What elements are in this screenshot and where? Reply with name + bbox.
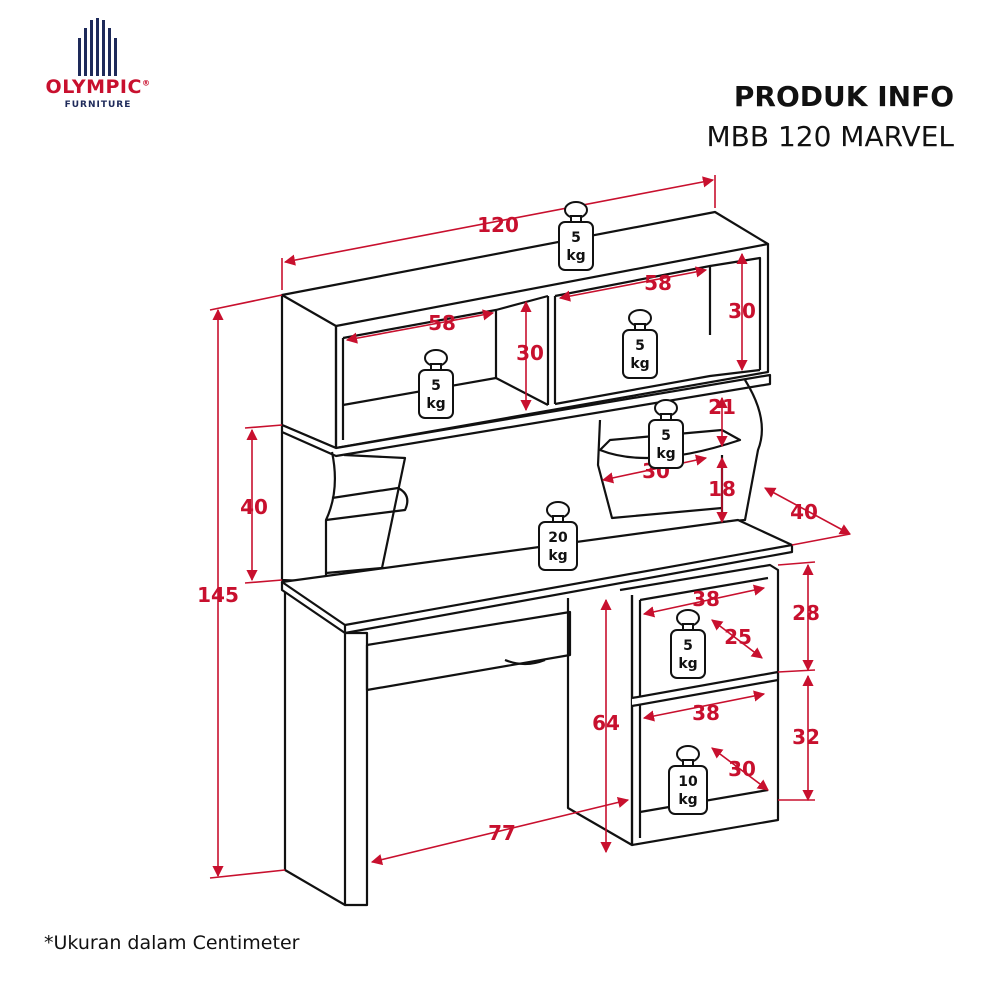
weight-value: 5 xyxy=(431,378,441,394)
registered-mark: ® xyxy=(141,78,151,88)
weight-value: 5 xyxy=(571,230,581,246)
desk-outline xyxy=(280,210,794,907)
dim-line-120 xyxy=(283,176,715,266)
weight-unit: kg xyxy=(566,248,585,264)
page-title: PRODUK INFO xyxy=(733,80,954,113)
weight-icon: 10 kg xyxy=(668,745,708,815)
weight-value: 20 xyxy=(548,530,568,546)
weight-value: 5 xyxy=(683,638,693,654)
brand-name: OLYMPIC® xyxy=(38,76,158,98)
dimension-lines xyxy=(209,175,851,879)
weight-icon: 5 kg xyxy=(670,609,706,679)
weight-icon: 20 kg xyxy=(538,501,578,571)
weight-value: 10 xyxy=(678,774,698,790)
brand-logo: OLYMPIC® FURNITURE xyxy=(38,18,158,118)
dim-cabinet-top-height: 28 xyxy=(792,601,820,625)
weight-icon: 5 kg xyxy=(558,201,594,271)
dim-side-shelf-height: 21 xyxy=(708,395,736,419)
product-name: MBB 120 MARVEL xyxy=(706,120,954,153)
weight-unit: kg xyxy=(548,548,567,564)
dim-total-width: 120 xyxy=(477,213,519,237)
hutch-front xyxy=(334,244,770,450)
dim-shelf-width-right: 58 xyxy=(644,271,672,295)
weight-unit: kg xyxy=(678,792,697,808)
dim-desk-width: 77 xyxy=(488,821,516,845)
dim-shelf-height-left: 30 xyxy=(516,341,544,365)
brand-subtitle: FURNITURE xyxy=(64,100,132,110)
weight-icon: 5 kg xyxy=(648,399,684,469)
dim-total-height: 145 xyxy=(197,583,239,607)
dim-shelf-height-right: 30 xyxy=(728,299,756,323)
dim-side-gap: 18 xyxy=(708,477,736,501)
dim-cabinet-top-depth: 25 xyxy=(724,625,752,649)
dimension-labels: 120 58 58 30 30 40 145 21 30 18 40 38 25… xyxy=(197,213,820,845)
cabinet-front xyxy=(619,563,780,847)
weight-icon: 5 kg xyxy=(622,309,658,379)
weight-icon: 5 kg xyxy=(418,349,454,419)
weight-unit: kg xyxy=(630,356,649,372)
dim-cabinet-top-width: 38 xyxy=(692,587,720,611)
dim-hutch-height: 40 xyxy=(240,495,268,519)
load-weights: 5 kg 5 kg 5 kg 5 kg 20 kg 5 kg 10 kg xyxy=(418,201,708,815)
dim-cabinet-bottom-width: 38 xyxy=(692,701,720,725)
dim-shelf-width-left: 58 xyxy=(428,311,456,335)
weight-value: 5 xyxy=(661,428,671,444)
brand-name-text: OLYMPIC xyxy=(45,76,142,98)
weight-unit: kg xyxy=(656,446,675,462)
weight-value: 5 xyxy=(635,338,645,354)
weight-unit: kg xyxy=(426,396,445,412)
left-leg xyxy=(283,592,347,907)
dim-desk-depth: 40 xyxy=(790,500,818,524)
footnote: *Ukuran dalam Centimeter xyxy=(44,932,300,954)
dim-cabinet-bottom-depth: 30 xyxy=(728,757,756,781)
weight-unit: kg xyxy=(678,656,697,672)
dim-cabinet-total-height: 64 xyxy=(592,711,620,735)
dim-cabinet-bottom-height: 32 xyxy=(792,725,820,749)
logo-mark-icon xyxy=(78,18,117,76)
